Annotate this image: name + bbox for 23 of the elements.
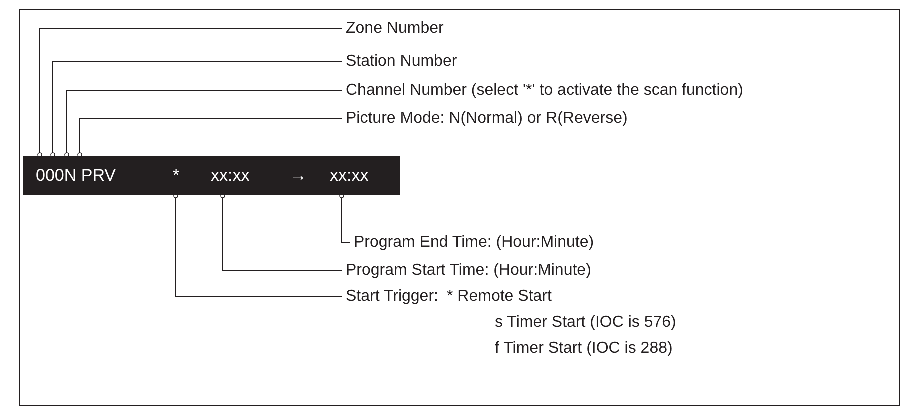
option-text: f Timer Start (IOC is 288) (495, 340, 673, 358)
leader-line (78, 118, 342, 158)
leader-line (50, 62, 342, 158)
leader-line (340, 194, 350, 244)
leader-line (174, 194, 342, 298)
leader-line (64, 90, 342, 158)
leader-line (38, 28, 342, 158)
callout-label: Program Start Time: (Hour:Minute) (346, 262, 592, 280)
callout-label: Picture Mode: N(Normal) or R(Reverse) (346, 110, 628, 128)
leader-line (220, 194, 342, 272)
display-bar (23, 156, 400, 195)
callout-label: Program End Time: (Hour:Minute) (354, 234, 594, 252)
display-text: * (173, 165, 180, 187)
display-text: xx:xx (330, 165, 369, 187)
callout-label: Zone Number (346, 20, 444, 38)
callout-label: Channel Number (select '*' to activate the scan function) (346, 82, 744, 100)
display-text: xx:xx (211, 165, 250, 187)
option-text: s Timer Start (IOC is 576) (495, 314, 676, 332)
callout-label: Start Trigger: (346, 288, 438, 306)
display-text: 000N PRV (36, 165, 116, 187)
option-text: * Remote Start (447, 288, 552, 306)
display-text: → (290, 165, 307, 187)
callout-label: Station Number (346, 53, 458, 71)
